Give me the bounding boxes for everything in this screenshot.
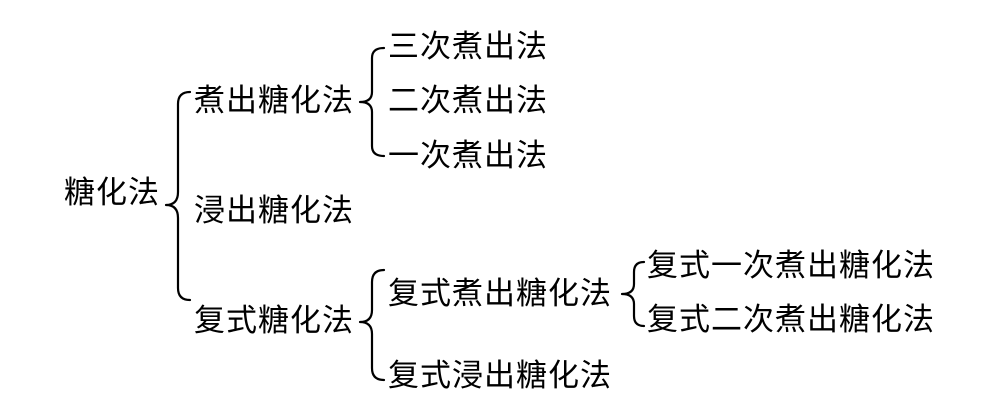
compound-label: 复式糖化法 [194,303,354,339]
compound-decoction-label: 复式煮出糖化法 [388,276,612,312]
root-label: 糖化法 [64,175,160,211]
compound-infusion-label: 复式浸出糖化法 [388,358,612,394]
double-decoction-label: 二次煮出法 [388,83,548,119]
compound-decoction-brace [620,260,646,328]
decoction-label: 煮出糖化法 [194,83,354,119]
compound-single-decoction-label: 复式一次煮出糖化法 [647,248,935,284]
infusion-label: 浸出糖化法 [194,193,354,229]
compound-brace [358,268,386,382]
root-brace [164,90,192,302]
decoction-brace [358,46,386,158]
triple-decoction-label: 三次煮出法 [388,29,548,65]
single-decoction-label: 一次煮出法 [388,138,548,174]
compound-double-decoction-label: 复式二次煮出糖化法 [647,302,935,338]
